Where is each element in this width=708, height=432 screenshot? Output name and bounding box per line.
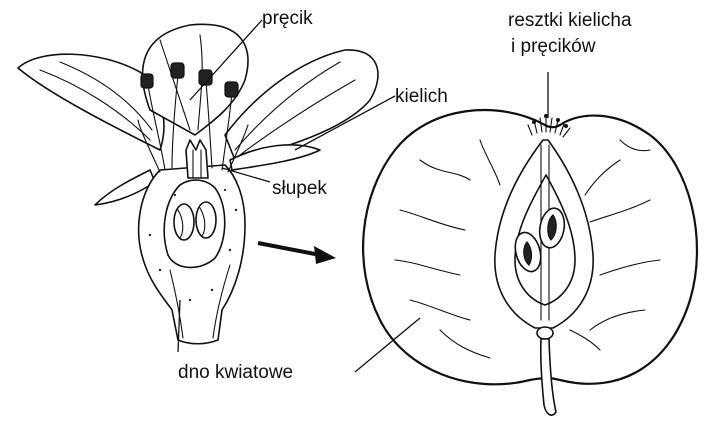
ovule-left [174,204,194,240]
development-arrow [258,243,336,264]
label-remnants-line2: i pręcików [511,36,596,57]
label-stamen: pręcik [262,8,313,29]
stalk-base [537,327,553,339]
apple-cross-section [363,110,697,415]
anther-1 [141,74,153,88]
label-receptacle: dno kwiatowe [178,362,293,383]
ovule-right [196,202,216,238]
label-remnants-line1: resztki kielicha [508,10,632,31]
anther-2 [171,63,184,78]
label-calyx: kielich [395,86,448,107]
style-pistil [186,140,208,178]
label-pistil: słupek [272,178,327,199]
anther-4 [225,82,238,97]
